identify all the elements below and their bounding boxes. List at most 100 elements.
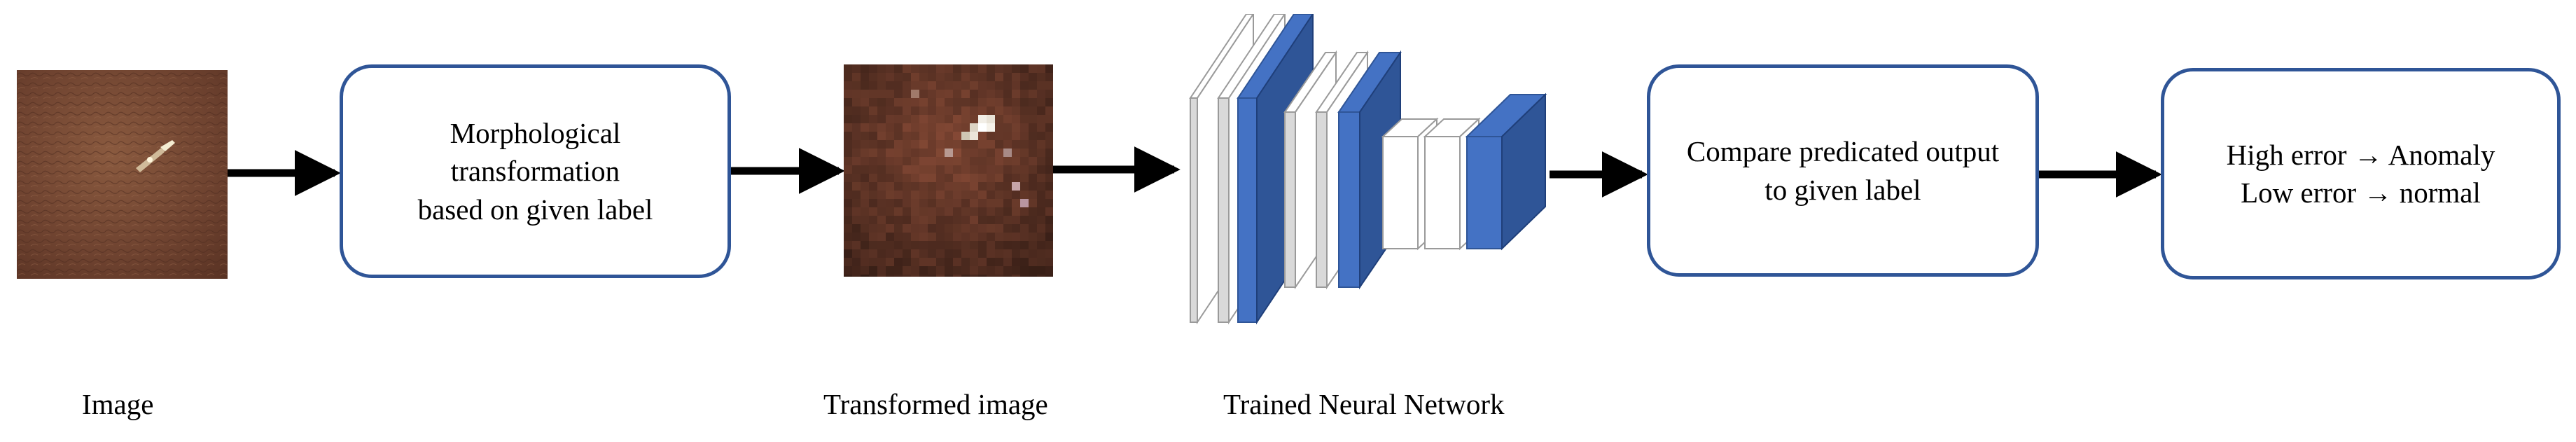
texture-pixel <box>928 73 936 81</box>
texture-pixel <box>894 191 903 199</box>
texture-pixel <box>903 275 911 277</box>
texture-pixel <box>970 73 978 81</box>
texture-pixel <box>1020 275 1029 277</box>
texture-pixel <box>877 123 886 132</box>
texture-pixel <box>936 106 945 115</box>
texture-pixel <box>903 241 911 249</box>
texture-pixel <box>1012 132 1020 140</box>
texture-pixel <box>970 149 978 157</box>
texture-pixel <box>844 140 852 149</box>
texture-pixel <box>970 90 978 98</box>
texture-pixel <box>995 98 1003 106</box>
texture-pixel <box>970 174 978 182</box>
texture-pixel <box>919 64 928 73</box>
texture-pixel <box>953 275 961 277</box>
texture-pixel <box>995 182 1003 191</box>
texture-pixel <box>1003 106 1012 115</box>
texture-pixel <box>877 157 886 165</box>
texture-pixel <box>945 182 953 191</box>
texture-pixel <box>953 233 961 241</box>
texture-pixel <box>1037 216 1045 224</box>
texture-pixel <box>1003 224 1012 233</box>
texture-pixel <box>953 149 961 157</box>
texture-pixel <box>1045 64 1053 73</box>
texture-pixel <box>869 149 877 157</box>
texture-pixel <box>995 149 1003 157</box>
texture-pixel <box>970 115 978 123</box>
texture-pixel <box>945 266 953 275</box>
texture-pixel <box>928 157 936 165</box>
texture-pixel <box>1020 73 1029 81</box>
texture-pixel <box>961 249 970 258</box>
texture-pixel <box>953 115 961 123</box>
texture-pixel <box>861 73 869 81</box>
texture-pixel <box>1037 249 1045 258</box>
texture-pixel <box>886 132 894 140</box>
texture-pixel <box>928 224 936 233</box>
texture-pixel <box>852 64 861 73</box>
texture-pixel <box>894 90 903 98</box>
texture-pixel <box>1037 132 1045 140</box>
texture-pixel <box>886 98 894 106</box>
texture-pixel <box>852 241 861 249</box>
texture-pixel <box>911 199 919 207</box>
texture-pixel <box>936 73 945 81</box>
texture-pixel <box>995 115 1003 123</box>
texture-pixel <box>886 207 894 216</box>
texture-pixel <box>886 115 894 123</box>
texture-pixel <box>894 98 903 106</box>
texture-pixel <box>852 115 861 123</box>
texture-pixel <box>886 90 894 98</box>
texture-pixel <box>1020 224 1029 233</box>
defect-pixel <box>987 123 995 132</box>
texture-pixel <box>886 275 894 277</box>
texture-pixel <box>928 216 936 224</box>
texture-pixel <box>1029 191 1037 199</box>
texture-pixel <box>919 174 928 182</box>
texture-pixel <box>911 165 919 174</box>
texture-pixel <box>936 64 945 73</box>
texture-pixel <box>1020 157 1029 165</box>
texture-pixel <box>903 199 911 207</box>
texture-pixel <box>1003 73 1012 81</box>
texture-pixel <box>1020 258 1029 266</box>
texture-pixel <box>1003 123 1012 132</box>
texture-pixel <box>894 275 903 277</box>
texture-pixel <box>877 258 886 266</box>
texture-pixel <box>903 98 911 106</box>
texture-pixel <box>961 233 970 241</box>
texture-pixel <box>970 182 978 191</box>
texture-pixel <box>945 115 953 123</box>
texture-pixel <box>844 258 852 266</box>
texture-pixel <box>970 224 978 233</box>
texture-pixel <box>936 157 945 165</box>
texture-pixel <box>1029 258 1037 266</box>
texture-pixel <box>852 207 861 216</box>
texture-pixel <box>978 140 987 149</box>
texture-pixel <box>987 157 995 165</box>
texture-pixel <box>928 241 936 249</box>
texture-pixel <box>945 174 953 182</box>
texture-pixel <box>945 132 953 140</box>
texture-pixel <box>1012 140 1020 149</box>
texture-pixel <box>877 216 886 224</box>
texture-pixel <box>953 81 961 90</box>
texture-pixel <box>903 140 911 149</box>
texture-pixel <box>1020 106 1029 115</box>
texture-pixel <box>1012 241 1020 249</box>
texture-pixel <box>886 73 894 81</box>
network-layer-group-3 <box>1381 92 1547 251</box>
texture-pixel <box>978 132 987 140</box>
texture-pixel <box>861 207 869 216</box>
texture-pixel <box>978 207 987 216</box>
texture-pixel <box>1037 199 1045 207</box>
texture-pixel <box>1003 90 1012 98</box>
network-layer-group-2 <box>1283 50 1402 290</box>
texture-pixel <box>995 216 1003 224</box>
texture-pixel <box>852 123 861 132</box>
texture-pixel <box>995 140 1003 149</box>
texture-pixel <box>903 115 911 123</box>
texture-pixel <box>852 90 861 98</box>
texture-pixel <box>970 241 978 249</box>
texture-pixel <box>987 191 995 199</box>
